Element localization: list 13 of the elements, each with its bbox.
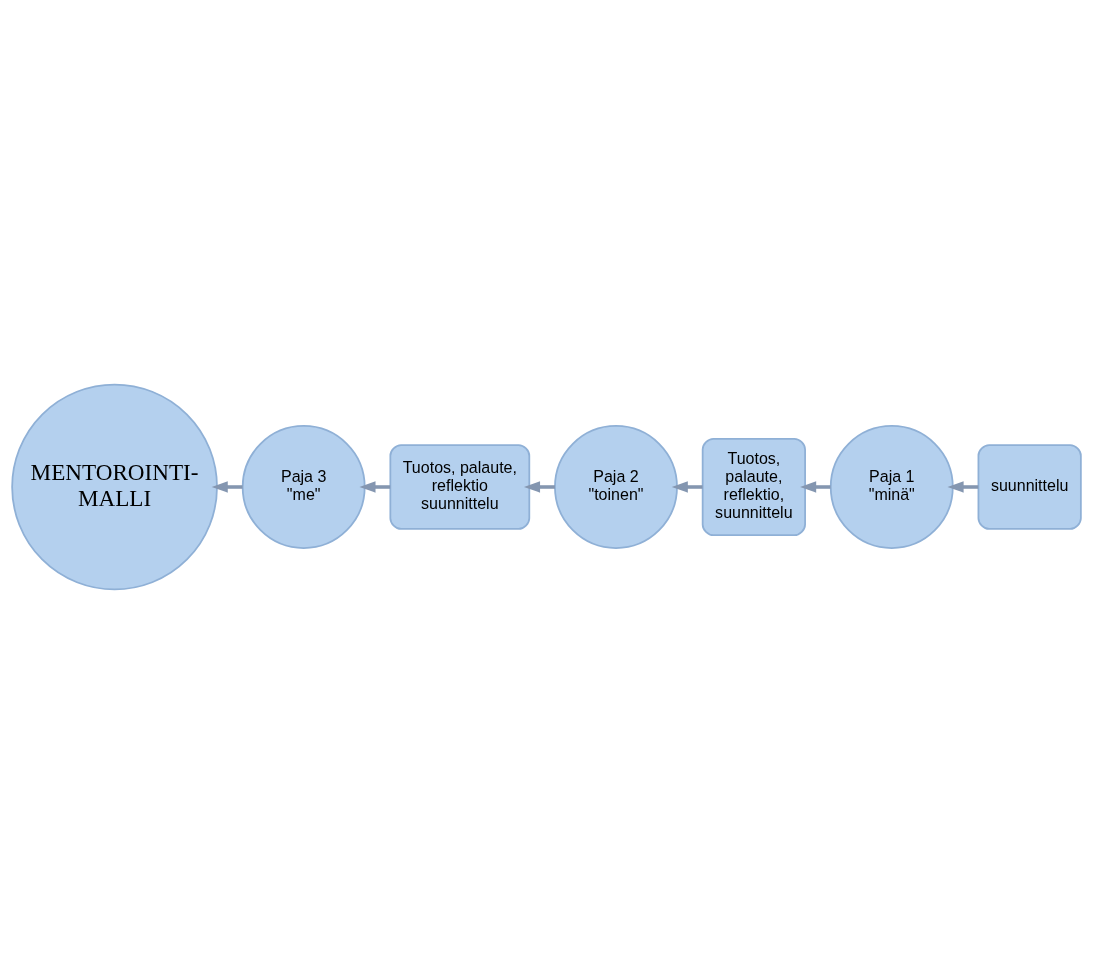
arrow [947, 480, 979, 493]
arrow [211, 480, 243, 493]
arrow [800, 480, 831, 493]
node-box: suunnittelu [977, 443, 1082, 530]
node-box: Tuotos, palaute, reflektio suunnittelu [389, 443, 531, 530]
arrow [671, 480, 703, 493]
node-circle: Paja 2 "toinen" [554, 424, 678, 549]
node-box: Tuotos, palaute, reflektio, suunnittelu [701, 437, 806, 536]
node-circle: MENTOROINTI- MALLI [11, 383, 218, 590]
arrow [524, 480, 555, 493]
node-circle: Paja 3 "me" [241, 424, 366, 549]
node-circle: Paja 1 "minä" [829, 424, 954, 549]
arrow [359, 480, 391, 493]
